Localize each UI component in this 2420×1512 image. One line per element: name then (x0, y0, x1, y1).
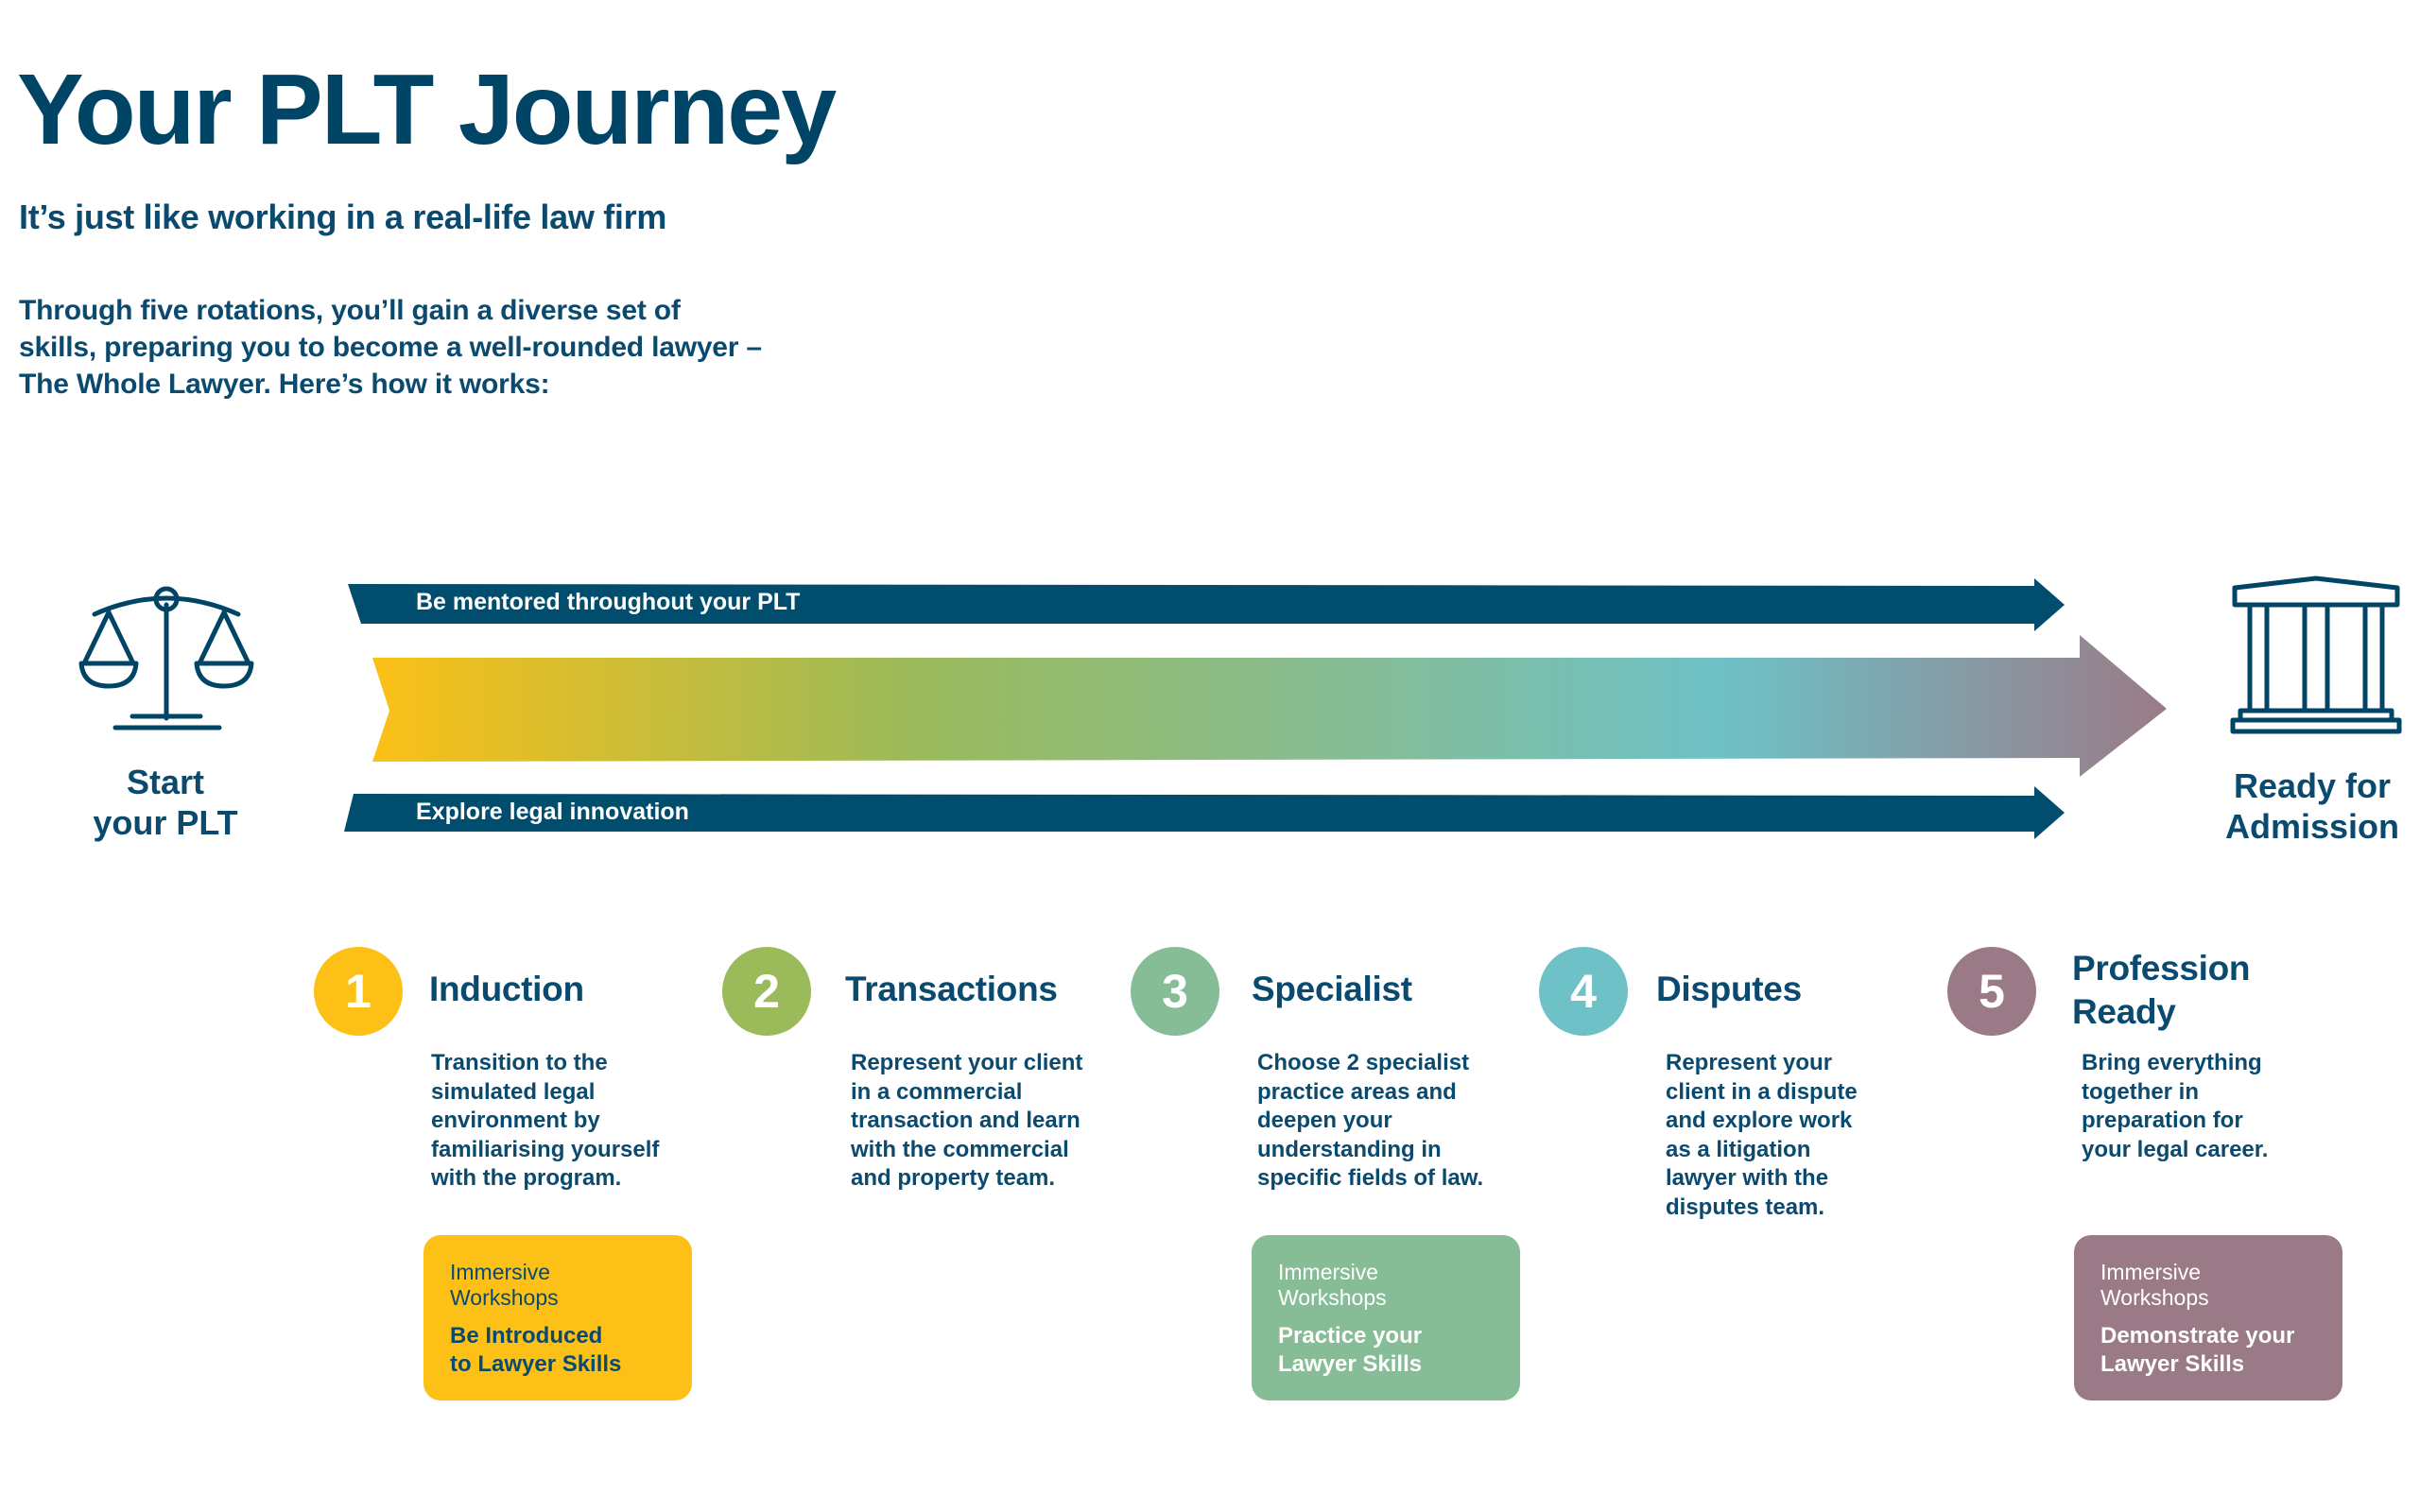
workshop-card-practice: Immersive Workshops Practice your Lawyer… (1252, 1235, 1520, 1400)
stage-number-badge: 1 (314, 947, 403, 1036)
stage-disputes: 4 Disputes Represent your client in a di… (1539, 947, 1955, 1419)
innovation-band-arrow (344, 786, 2065, 839)
workshop-card-introduced: Immersive Workshops Be Introduced to Law… (424, 1235, 692, 1400)
workshop-kind: Immersive Workshops (450, 1260, 559, 1310)
courthouse-icon (2230, 576, 2402, 734)
stage-title: Induction (429, 970, 584, 1008)
workshop-kind: Immersive Workshops (2100, 1260, 2209, 1310)
stage-title: Transactions (845, 970, 1058, 1008)
stage-title: Profession Ready (2072, 949, 2251, 1031)
end-label: Ready for Admission (2224, 766, 2400, 846)
stage-profession-ready: 5 Profession Ready Bring everything toge… (1947, 947, 2363, 1419)
page-title: Your PLT Journey (17, 54, 837, 165)
stage-title: Specialist (1252, 970, 1412, 1008)
stage-number-badge: 4 (1539, 947, 1628, 1036)
mentored-band-label: Be mentored throughout your PLT (416, 589, 801, 615)
stage-number-badge: 2 (722, 947, 811, 1036)
stage-number-badge: 3 (1131, 947, 1219, 1036)
stage-description: Choose 2 specialist practice areas and d… (1257, 1050, 1484, 1191)
stage-description: Represent your client in a dispute and e… (1666, 1050, 1858, 1220)
workshop-title: Demonstrate your Lawyer Skills (2100, 1323, 2295, 1377)
stage-description: Represent your client in a commercial tr… (851, 1050, 1083, 1191)
mentored-band-arrow (348, 578, 2065, 631)
innovation-band-label: Explore legal innovation (416, 799, 689, 825)
stage-description: Bring everything together in preparation… (2082, 1050, 2269, 1162)
stage-description: Transition to the simulated legal enviro… (431, 1050, 660, 1191)
journey-gradient-arrow (372, 635, 2167, 777)
stage-title: Disputes (1656, 970, 1802, 1008)
scales-of-justice-icon (78, 586, 254, 730)
intro-paragraph: Through five rotations, you’ll gain a di… (19, 295, 762, 400)
workshop-card-demonstrate: Immersive Workshops Demonstrate your Law… (2074, 1235, 2342, 1400)
page-subtitle: It’s just like working in a real-life la… (19, 198, 667, 236)
start-label: Start your PLT (93, 763, 238, 842)
workshop-kind: Immersive Workshops (1278, 1260, 1387, 1310)
stage-transactions: 2 Transactions Represent your client in … (722, 947, 1138, 1419)
stage-number-badge: 5 (1947, 947, 2036, 1036)
workshop-title: Be Introduced to Lawyer Skills (450, 1323, 622, 1377)
stage-specialist: 3 Specialist Choose 2 specialist practic… (1131, 947, 1547, 1419)
workshop-title: Practice your Lawyer Skills (1278, 1323, 1423, 1377)
stage-induction: 1 Induction Transition to the simulated … (314, 947, 730, 1419)
